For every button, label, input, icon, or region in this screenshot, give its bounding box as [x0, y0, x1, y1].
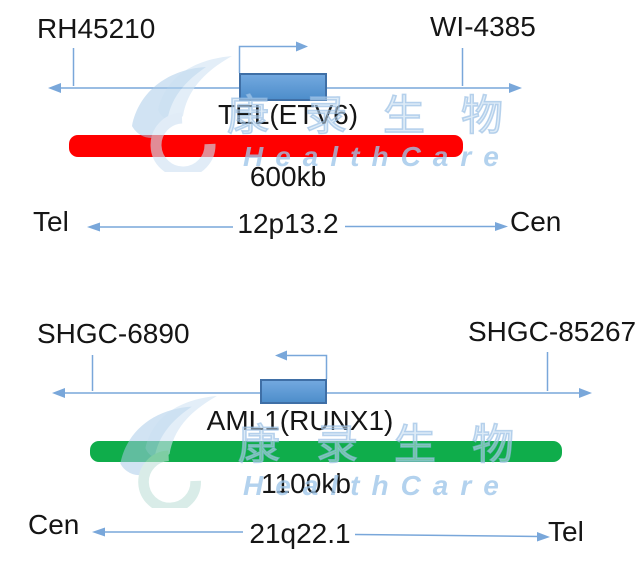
- aml1-gene-label: AML1(RUNX1): [206, 405, 394, 436]
- tel-gene-box: [239, 73, 327, 101]
- axis-arrow-left-icon: [52, 388, 65, 398]
- aml1-gene-box: [260, 379, 327, 404]
- tel-gene-direction-arrow: [238, 41, 308, 73]
- marker-label-rh45210: RH45210: [37, 13, 156, 44]
- marker-label-wi4385: WI-4385: [430, 11, 536, 42]
- aml1-end-right-label: Tel: [548, 516, 584, 547]
- ideogram-arrow-left-icon: [87, 222, 100, 232]
- axis-arrow-right-icon: [579, 388, 592, 398]
- tel-gene-label: TEL(ETV6): [217, 99, 359, 130]
- aml1-probe-bar: [90, 441, 562, 462]
- tel-probe-size-label: 600kb: [249, 161, 327, 192]
- aml1-gene-direction-arrow: [275, 350, 328, 379]
- tel-end-right-label: Cen: [510, 206, 562, 237]
- ideogram-arrow-right-icon: [495, 222, 508, 231]
- tel-probe-bar: [69, 135, 463, 157]
- aml1-ideogram-arrows: [92, 527, 550, 542]
- ideogram-arrow-left-icon: [92, 527, 105, 537]
- marker-label-shgc6890: SHGC-6890: [37, 318, 190, 349]
- aml1-band-label: 21q22.1: [249, 518, 351, 549]
- gene-arrow-left-icon: [275, 350, 287, 361]
- aml1-end-left-label: Cen: [28, 509, 80, 540]
- axis-arrow-left-icon: [48, 83, 61, 93]
- tel-band-label: 12p13.2: [237, 208, 339, 239]
- tel-ideogram-arrows: [87, 222, 508, 232]
- aml1-probe-size-label: 1100kb: [261, 468, 351, 499]
- marker-label-shgc85267: SHGC-85267: [468, 316, 635, 347]
- axis-arrow-right-icon: [509, 83, 522, 93]
- tel-end-left-label: Tel: [33, 206, 69, 237]
- gene-arrow-right-icon: [296, 41, 308, 52]
- ideogram-arrow-right-icon: [537, 532, 550, 542]
